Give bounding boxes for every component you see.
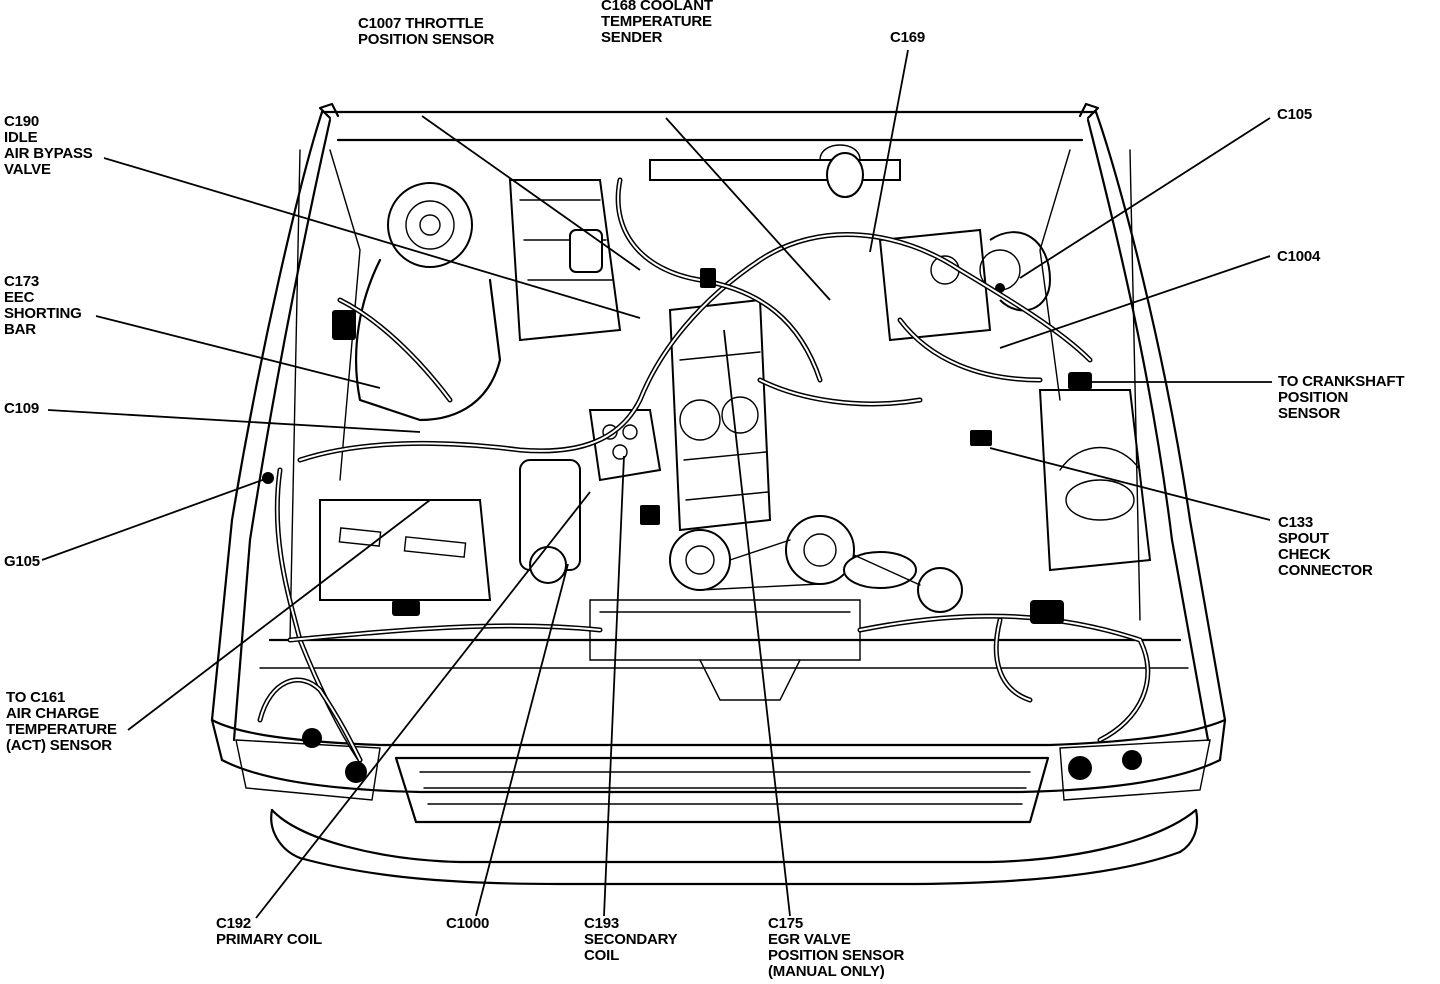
label-line: TO CRANKSHAFT: [1278, 373, 1405, 390]
label-line: C1000: [446, 915, 490, 932]
label-line: EGR VALVE: [768, 931, 851, 948]
label-c190-idle-air-bypass-valve: C190 IDLE AIR BYPASS VALVE: [4, 114, 93, 178]
label-line: (ACT) SENSOR: [6, 737, 112, 754]
label-line: SENDER: [601, 29, 663, 46]
label-c133-spout-check-connector: C133 SPOUT CHECK CONNECTOR: [1278, 515, 1373, 579]
leader-c169: [869, 49, 909, 253]
leader-c1000: [475, 563, 569, 917]
label-line: EEC: [4, 289, 35, 306]
wiring-harness: [257, 177, 1151, 783]
label-line: C168 COOLANT: [601, 0, 713, 14]
leader-c168: [665, 117, 831, 301]
leader-c175: [723, 329, 791, 917]
label-line: BAR: [4, 321, 36, 338]
label-line: C190: [4, 113, 40, 130]
label-line: SHORTING: [4, 305, 82, 322]
leader-g105: [41, 477, 269, 561]
label-line: C133: [1278, 514, 1314, 531]
label-c169: C169: [890, 30, 925, 46]
label-c192-primary-coil: C192 PRIMARY COIL: [216, 916, 322, 948]
label-line: C109: [4, 400, 40, 417]
label-line: COIL: [584, 947, 620, 964]
label-line: C1007 THROTTLE: [358, 15, 484, 32]
leader-c161: [127, 499, 431, 731]
label-c109: C109: [4, 401, 39, 417]
label-line: SECONDARY: [584, 931, 678, 948]
label-c173-eec-shorting-bar: C173 EEC SHORTING BAR: [4, 274, 82, 338]
label-line: CHECK: [1278, 546, 1331, 563]
label-line: AIR BYPASS: [4, 145, 93, 162]
leader-c133: [989, 447, 1271, 521]
label-line: C192: [216, 915, 252, 932]
label-line: C1004: [1277, 248, 1321, 265]
label-line: TEMPERATURE: [6, 721, 117, 738]
label-c1007-throttle-position-sensor: C1007 THROTTLE POSITION SENSOR: [358, 16, 494, 48]
leader-c192: [255, 491, 591, 919]
label-c193-secondary-coil: C193 SECONDARY COIL: [584, 916, 678, 964]
label-to-crankshaft-position-sensor: TO CRANKSHAFT POSITION SENSOR: [1278, 374, 1404, 422]
label-line: POSITION SENSOR: [358, 31, 495, 48]
label-c105: C105: [1277, 107, 1312, 123]
label-line: TO C161: [6, 689, 66, 706]
label-line: C105: [1277, 106, 1313, 123]
label-line: PRIMARY COIL: [216, 931, 322, 948]
vehicle-body: [210, 102, 1227, 886]
leader-lines: [41, 49, 1272, 919]
label-line: POSITION SENSOR: [768, 947, 905, 964]
label-line: VALVE: [4, 161, 51, 178]
label-line: TEMPERATURE: [601, 13, 712, 30]
leader-c190: [103, 157, 641, 319]
label-line: IDLE: [4, 129, 38, 146]
leader-c109: [47, 409, 421, 433]
leader-c1007: [421, 115, 641, 271]
label-line: G105: [4, 553, 40, 570]
label-line: C175: [768, 915, 804, 932]
leader-c1004: [999, 255, 1271, 349]
leader-c105: [1019, 117, 1271, 279]
label-c175-egr-valve-position-sensor: C175 EGR VALVE POSITION SENSOR (MANUAL O…: [768, 916, 904, 980]
label-line: AIR CHARGE: [6, 705, 100, 722]
label-c168-coolant-temperature-sender: C168 COOLANT TEMPERATURE SENDER: [601, 0, 713, 46]
label-g105: G105: [4, 554, 40, 570]
label-line: C173: [4, 273, 40, 290]
label-to-c161-act-sensor: TO C161 AIR CHARGE TEMPERATURE (ACT) SEN…: [6, 690, 117, 754]
leader-c193: [603, 455, 625, 917]
label-line: C169: [890, 29, 926, 46]
label-line: SPOUT: [1278, 530, 1329, 547]
engine-assembly: [289, 144, 1152, 641]
label-c1004: C1004: [1277, 249, 1320, 265]
label-line: C193: [584, 915, 620, 932]
label-line: (MANUAL ONLY): [768, 963, 885, 980]
label-line: CONNECTOR: [1278, 562, 1373, 579]
label-c1000: C1000: [446, 916, 489, 932]
label-line: POSITION: [1278, 389, 1349, 406]
leader-c173: [95, 315, 381, 389]
label-line: SENSOR: [1278, 405, 1341, 422]
